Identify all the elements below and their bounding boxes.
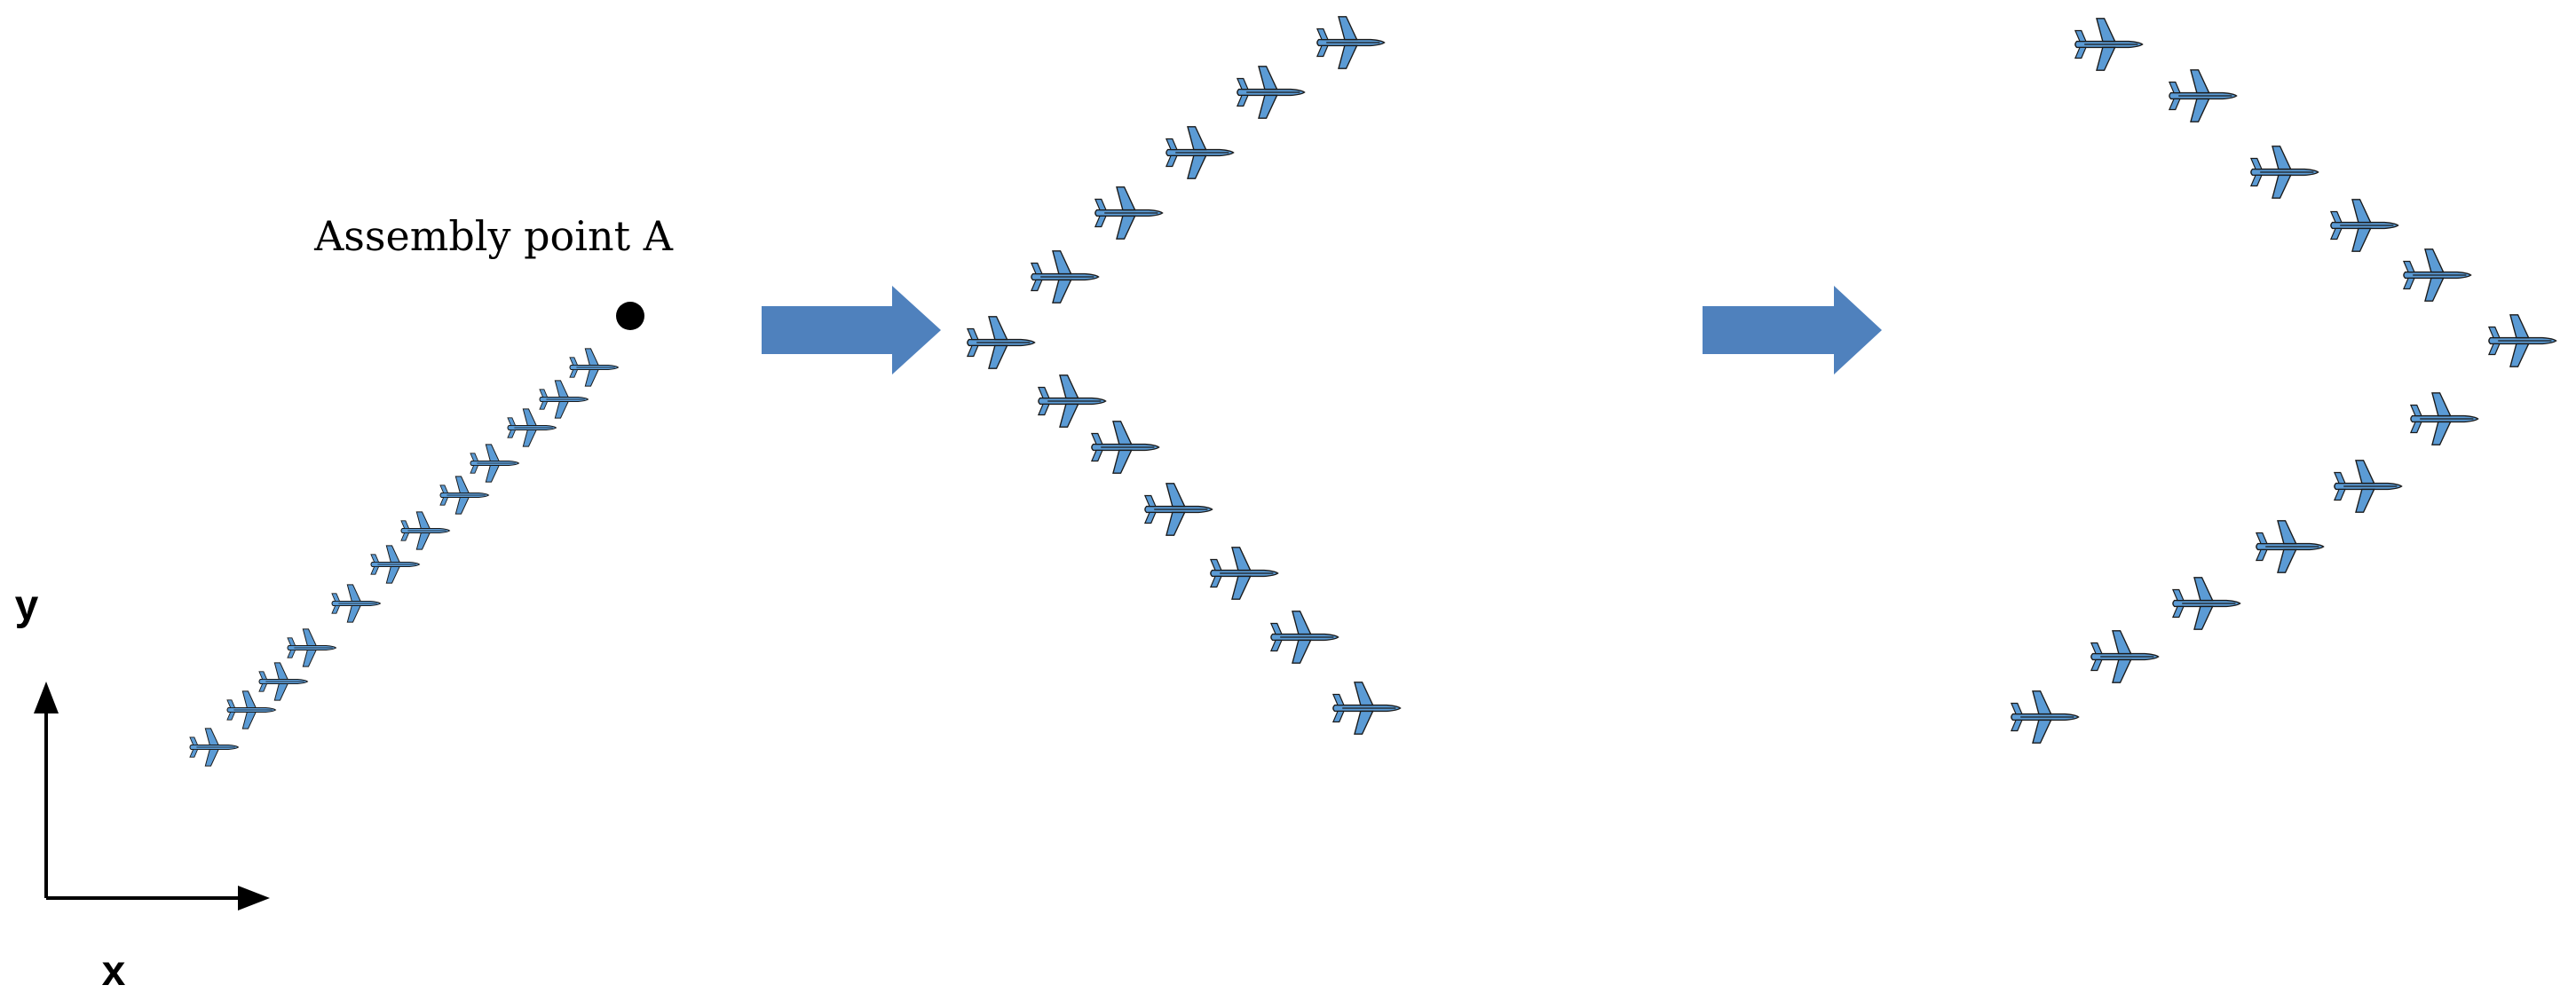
stage-v-formation (966, 16, 1402, 735)
airplane-icon (1165, 126, 1235, 179)
airplane-icon (258, 662, 309, 701)
y-axis-label: y (15, 582, 39, 629)
assembly-point-dot (616, 302, 644, 330)
right-arrow-icon-1 (762, 286, 941, 374)
airplane-icon (470, 444, 520, 483)
airplane-icon (2168, 69, 2238, 122)
airplane-icon (2090, 630, 2160, 683)
airplane-icon (226, 690, 277, 729)
airplane-icon (2409, 392, 2479, 445)
airplane-icon (2487, 314, 2557, 367)
airplane-icon (2333, 460, 2403, 513)
x-axis-label: x (102, 948, 126, 995)
airplane-icon (1331, 682, 1402, 735)
airplane-icon (2255, 520, 2325, 573)
airplane-icon (1236, 66, 1306, 119)
airplane-icon (2402, 248, 2472, 302)
airplane-icon (370, 545, 421, 584)
airplane-icon (189, 728, 240, 767)
airplane-icon (1316, 16, 1386, 69)
axes: y x (15, 582, 270, 995)
airplane-icon (400, 511, 451, 550)
airplane-icon (1094, 186, 1164, 240)
airplane-icon (1269, 611, 1339, 664)
stage-line-formation (189, 348, 620, 767)
airplane-icon (2171, 577, 2241, 630)
airplane-icon (439, 476, 490, 515)
y-axis-arrowhead (34, 682, 59, 713)
airplane-icon (1090, 421, 1160, 474)
assembly-point: Assembly point A (313, 212, 674, 330)
airplane-icon (2329, 199, 2399, 252)
airplane-icon (507, 408, 557, 447)
airplane-icon (2249, 146, 2319, 199)
airplane-icon (2074, 18, 2144, 71)
airplane-icon (331, 584, 382, 623)
airplane-icon (287, 628, 337, 667)
airplane-icon (1143, 483, 1213, 536)
airplane-icon (1037, 374, 1107, 428)
x-axis-arrowhead (238, 886, 270, 910)
airplane-icon (1209, 547, 1279, 600)
airplane-icon (966, 316, 1036, 369)
airplane-icon (569, 348, 620, 387)
right-arrow-icon-2 (1703, 286, 1882, 374)
stage-diamond-formation (2010, 18, 2557, 744)
airplane-icon (2010, 690, 2080, 744)
airplane-icon (1030, 250, 1100, 303)
airplane-icon (539, 380, 589, 419)
assembly-point-label: Assembly point A (313, 212, 674, 260)
